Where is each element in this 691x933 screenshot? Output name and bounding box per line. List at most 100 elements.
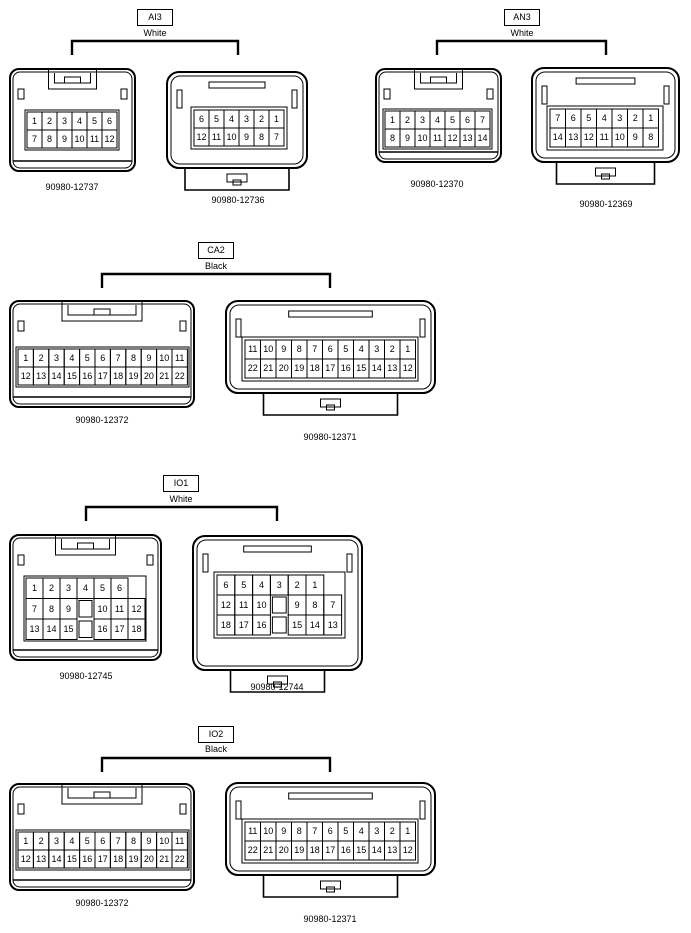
connector-color-io1: White — [169, 494, 193, 504]
io2-female-pin-3: 3 — [53, 836, 59, 846]
io2-male-top-slot — [288, 792, 373, 800]
ai3-female-pin-11: 11 — [89, 134, 100, 144]
ai3-female-cavity — [24, 109, 120, 151]
ca2-male-pin-19: 19 — [294, 363, 305, 373]
an3-male-pin-11: 11 — [599, 132, 609, 142]
io2-female-pin-18: 18 — [113, 854, 124, 864]
io2-male-pin-21: 21 — [263, 845, 274, 855]
io2-female-pin-16: 16 — [82, 854, 93, 864]
ca2-female-pin-20: 20 — [143, 371, 154, 381]
an3-female-side-key-left — [383, 88, 391, 100]
io1-male-housing-inner — [196, 539, 359, 667]
io1-male-top-slot — [243, 545, 312, 553]
io2-male-pin-14: 14 — [371, 845, 382, 855]
ca2-female-latch — [61, 301, 143, 322]
io2-male-pin-6: 6 — [327, 826, 333, 836]
io2-male-pin-cell — [399, 840, 416, 861]
io1-male-pin-4: 4 — [258, 580, 264, 590]
connector-tag-ai3: AI3 — [137, 9, 173, 26]
ca2-male-lock-foot — [262, 393, 399, 416]
io2-female-housing-inner — [12, 786, 192, 888]
io2-female-pin-1: 1 — [23, 836, 29, 846]
io1-male-pin-13: 13 — [327, 620, 338, 630]
an3-male-pin-8: 8 — [648, 132, 654, 142]
an3-female-pin-10: 10 — [417, 133, 428, 143]
ai3-male-housing-inner — [170, 75, 304, 165]
connector-color-ai3: White — [143, 28, 167, 38]
io1-female-pin-9: 9 — [65, 603, 71, 614]
an3-male-pin-1: 1 — [648, 113, 654, 123]
ca2-female-pin-21: 21 — [159, 371, 170, 381]
io2-female-latch — [61, 784, 143, 805]
ca2-male-pin-13: 13 — [387, 363, 398, 373]
io1-female-latch-key — [77, 542, 94, 550]
ca2-male-pin-20: 20 — [278, 363, 289, 373]
io2-female-side-key-left — [17, 803, 25, 815]
io2-male-pin-12: 12 — [402, 845, 413, 855]
io1-male-pin-15: 15 — [292, 620, 303, 630]
io2-female-pin-19: 19 — [128, 854, 139, 864]
connector-tag-ca2: CA2 — [198, 242, 234, 259]
io1-female-divider — [78, 620, 93, 638]
io2-female-pin-20: 20 — [143, 854, 154, 864]
an3-female-pin-13: 13 — [462, 133, 473, 143]
an3-female-side-key-right — [486, 88, 494, 100]
part-number-90980-12372: 90980-12372 — [75, 415, 129, 425]
ai3-female-pin-5: 5 — [91, 116, 97, 126]
ca2-female-pin-5: 5 — [84, 353, 90, 363]
an3-male-lock-tab — [595, 167, 616, 177]
io2-male-pin-4: 4 — [358, 826, 364, 836]
io1-male-guide-right — [346, 553, 353, 573]
an3-female-pin-8: 8 — [389, 133, 395, 143]
ca2-female-pin-7: 7 — [115, 353, 121, 363]
an3-female-pin-14: 14 — [477, 133, 488, 143]
part-number-90980-12372-io2: 90980-12372 — [75, 898, 129, 908]
ca2-male-pin-1: 1 — [405, 344, 411, 354]
an3-male-lock-nub — [601, 173, 610, 180]
io1-male-lock-tab — [267, 675, 288, 685]
io2-male-pin-17: 17 — [325, 845, 336, 855]
an3-female-pin-2: 2 — [404, 115, 410, 125]
an3-male-top-slot — [575, 77, 636, 85]
io2-male-pin-9: 9 — [281, 826, 287, 836]
ca2-male-guide-right — [419, 318, 426, 338]
an3-female-latch-inner — [420, 73, 457, 84]
an3-female-pin-11: 11 — [432, 133, 443, 143]
io1-female-housing-inner — [12, 537, 159, 658]
ca2-male-pin-8: 8 — [296, 344, 302, 354]
ca2-female-pin-14: 14 — [51, 371, 62, 381]
io1-female-pin-8: 8 — [48, 603, 54, 614]
an3-male-pin-10: 10 — [614, 132, 625, 142]
ca2-male-pin-10: 10 — [263, 344, 274, 354]
io1-female-pin-11: 11 — [114, 603, 125, 614]
ai3-female-latch — [48, 69, 97, 90]
io2-male-pin-15: 15 — [356, 845, 367, 855]
io2-male-pin-2: 2 — [389, 826, 395, 836]
io2-male-pin-11: 11 — [248, 826, 258, 836]
ai3-female-pin-4: 4 — [76, 116, 82, 126]
an3-male-guide-left — [541, 85, 548, 105]
part-number-90980-12371-io2: 90980-12371 — [303, 914, 357, 924]
io1-female-pin-13: 13 — [29, 624, 40, 634]
io1-female-latch-inner — [61, 539, 110, 550]
ca2-male-pin-2: 2 — [389, 344, 395, 354]
io2-female-latch-inner — [67, 788, 137, 799]
part-number-90980-12745: 90980-12745 — [59, 671, 113, 681]
ca2-male-pin-cell — [399, 358, 416, 379]
an3-female-latch-key — [430, 76, 447, 84]
io1-male-pin-6: 6 — [223, 580, 229, 590]
ai3-male-pin-7: 7 — [273, 132, 279, 142]
ca2-male-pin-12: 12 — [402, 363, 413, 373]
ai3-male-pin-2: 2 — [258, 114, 264, 124]
ai3-female-housing-inner — [12, 71, 133, 169]
ca2-female-pin-6: 6 — [100, 353, 106, 363]
an3-male-guide-right — [663, 85, 670, 105]
ca2-male-pin-14: 14 — [371, 363, 382, 373]
an3-male-pin-3: 3 — [617, 113, 623, 123]
ai3-male-lock-nub — [232, 179, 242, 186]
ai3-female-pin-6: 6 — [106, 116, 112, 126]
ca2-female-pin-13: 13 — [36, 371, 47, 381]
io1-female-pin-4: 4 — [82, 583, 88, 593]
io2-female-pin-4: 4 — [69, 836, 75, 846]
ca2-male-pin-11: 11 — [248, 344, 258, 354]
